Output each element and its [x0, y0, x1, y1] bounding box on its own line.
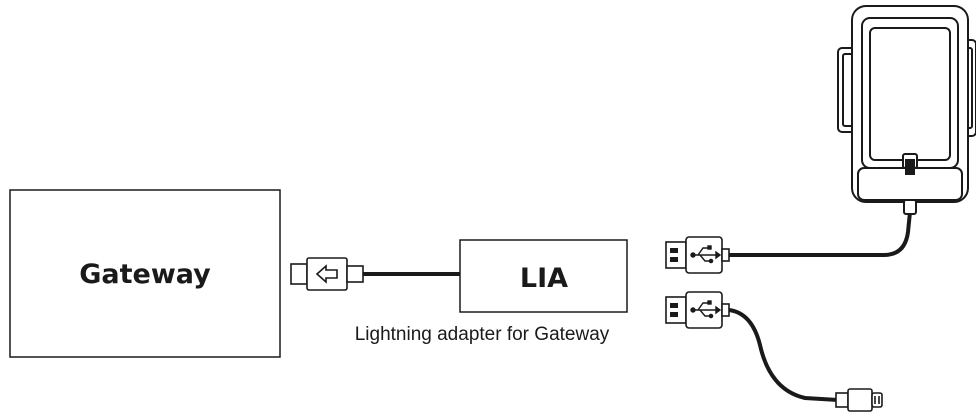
lightning-cable — [728, 308, 839, 402]
lia-caption: Lightning adapter for Gateway — [355, 324, 610, 345]
usb-symbol-icon — [690, 300, 722, 319]
usb-a-connector-icon — [665, 291, 730, 329]
cradle-cable — [729, 211, 912, 257]
usb-symbol-icon — [690, 245, 722, 264]
usb-c-connector-icon — [290, 257, 364, 291]
gateway-label: Gateway — [79, 259, 211, 290]
usb-a-connector-icon — [665, 236, 730, 274]
lia-label: LIA — [520, 263, 568, 294]
gateway-node: Gateway — [9, 189, 281, 358]
lia-box — [459, 239, 628, 313]
lightning-connector-icon — [835, 388, 883, 412]
gateway-box — [9, 189, 281, 358]
phone-cradle-icon — [837, 5, 976, 215]
lia-node: LIA — [459, 239, 628, 313]
